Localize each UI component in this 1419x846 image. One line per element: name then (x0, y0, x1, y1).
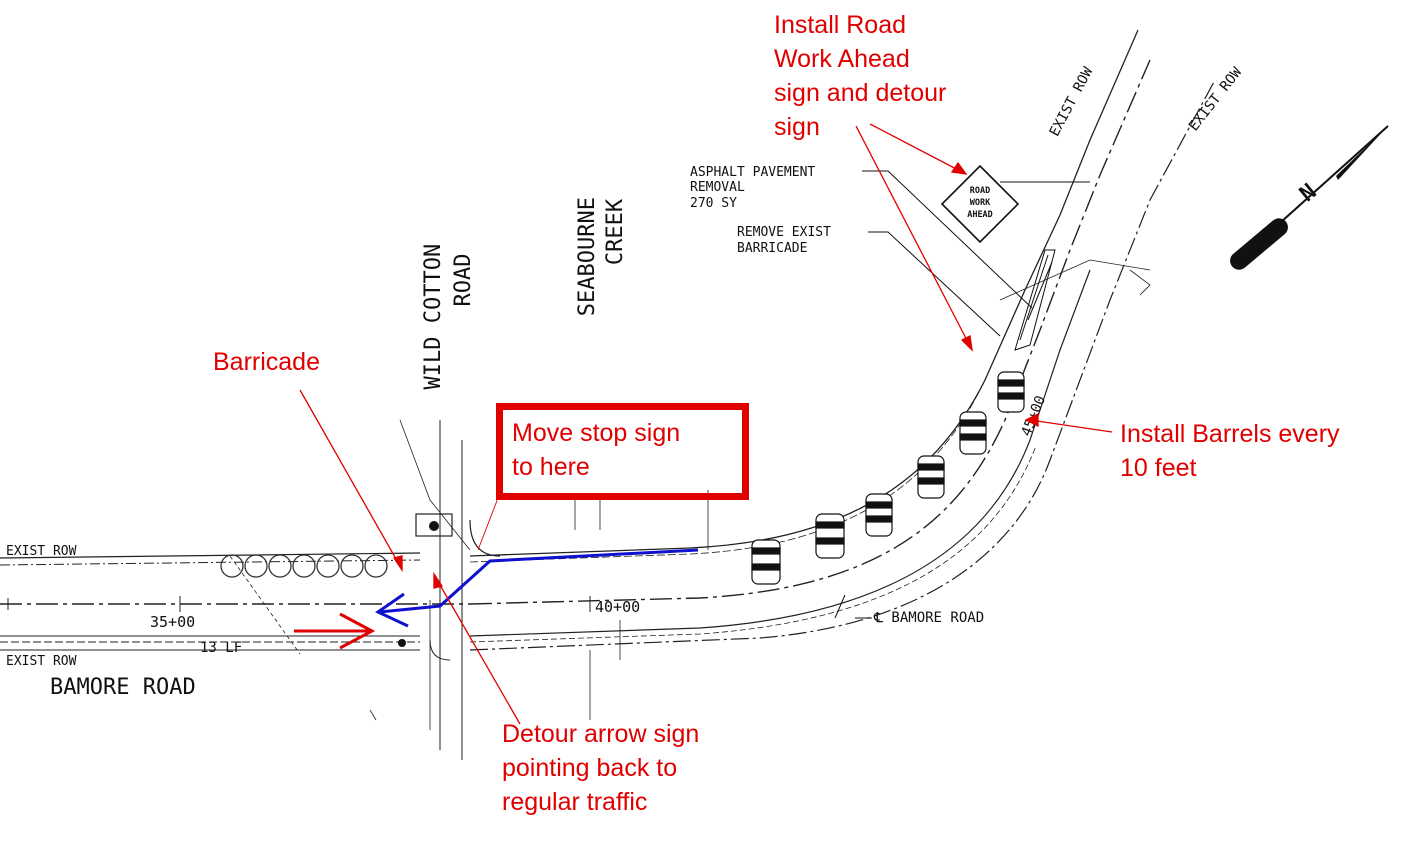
annotation-leaders (299, 123, 1113, 725)
barrel (997, 371, 1025, 413)
barrel (865, 493, 893, 537)
station-35: 35+00 (150, 613, 195, 631)
cad-leaders (834, 170, 1090, 619)
exist-row-label: EXIST ROW (1047, 64, 1097, 139)
wild-cotton-road-label: WILD COTTON ROAD (421, 231, 476, 390)
barrel (959, 411, 987, 455)
north-arrow-icon: N (1230, 125, 1389, 270)
exist-row-label: EXIST ROW (6, 544, 77, 559)
lf-label: 13 LF (200, 640, 242, 656)
existing-barricade (1014, 249, 1056, 351)
exist-row-label: EXIST ROW (1186, 64, 1246, 134)
seabourne-creek-label: SEABOURNE CREEK (575, 184, 628, 316)
exist-row-label: EXIST ROW (6, 654, 77, 669)
traffic-direction-arrow-icon (294, 612, 376, 650)
barrel (751, 539, 781, 585)
annotation-road-work-ahead: Install Road Work Ahead sign and detour … (774, 11, 947, 141)
annotation-barricade: Barricade (213, 348, 320, 376)
annotation-detour-arrow: Detour arrow sign pointing back to regul… (502, 720, 700, 816)
bamore-centerline-label: ℄ BAMORE ROAD (873, 610, 984, 626)
barrel (815, 513, 845, 559)
north-arrow-label: N (1295, 179, 1321, 207)
curved-road-linework (469, 29, 1216, 651)
detour-route (374, 548, 699, 628)
stop-sign-callout-box (496, 403, 749, 500)
barrel (917, 455, 945, 499)
stop-sign-marker (429, 521, 439, 531)
sign-post-marker (398, 639, 406, 647)
bamore-road-label: BAMORE ROAD (50, 675, 196, 700)
annotation-install-barrels: Install Barrels every 10 feet (1120, 420, 1340, 482)
annotation-move-stop-sign: Move stop sign to here (512, 419, 681, 481)
tree-row (220, 554, 388, 578)
bamore-road-linework (0, 552, 591, 655)
station-40: 40+00 (595, 598, 640, 616)
barrel-group (751, 371, 1025, 585)
